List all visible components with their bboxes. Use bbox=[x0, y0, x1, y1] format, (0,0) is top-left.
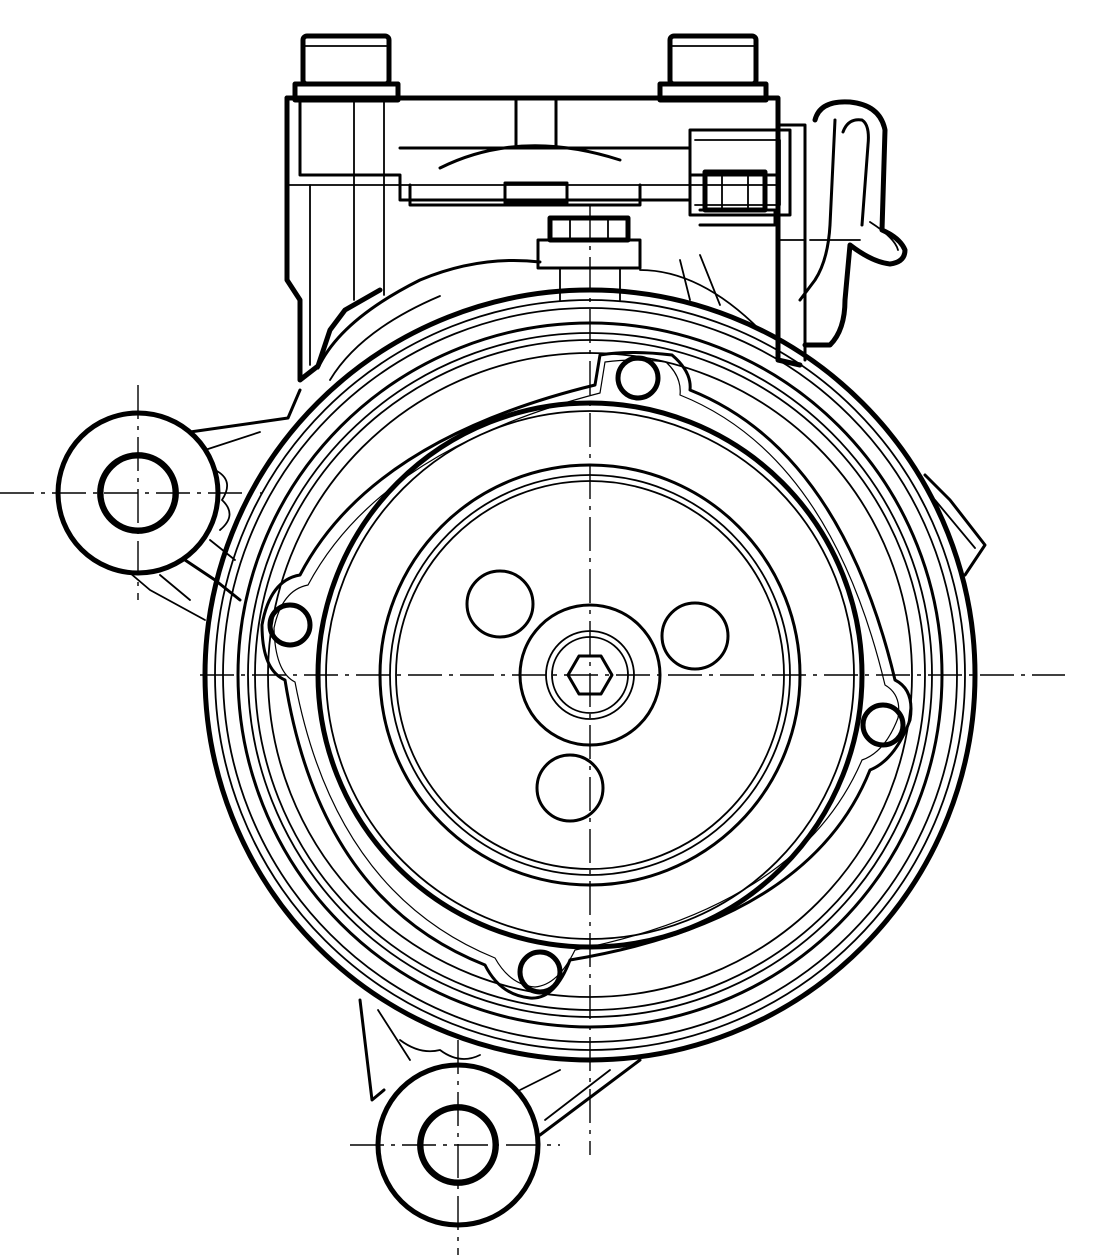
bottom-mounting-lug bbox=[358, 998, 642, 1228]
plate-hole-top bbox=[615, 355, 661, 401]
plate-hole-bottom bbox=[517, 949, 563, 995]
hub-hole-bottom bbox=[535, 753, 605, 823]
hub-hole-right bbox=[660, 601, 730, 671]
wire-connector bbox=[798, 99, 908, 348]
top-left-fitting bbox=[292, 33, 401, 103]
plate-hole-right bbox=[860, 702, 906, 748]
left-mounting-lug bbox=[55, 388, 302, 621]
housing bbox=[284, 95, 807, 383]
top-right-fitting bbox=[657, 33, 769, 103]
front-plate bbox=[260, 351, 913, 1000]
center-lines bbox=[0, 205, 1065, 1255]
plate-hole-left bbox=[267, 602, 313, 648]
hub-hole-upper-left bbox=[465, 569, 535, 639]
